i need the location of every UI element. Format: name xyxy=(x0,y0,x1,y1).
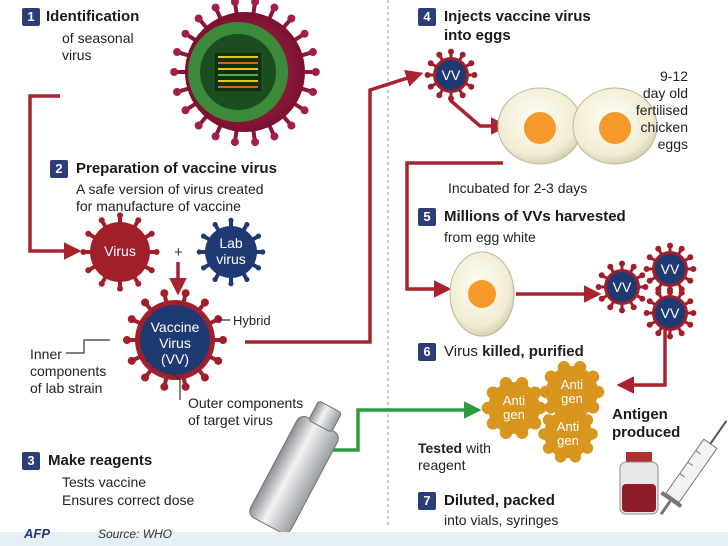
antigen-gear-3-line-2: gen xyxy=(557,433,579,448)
tested-rest: with xyxy=(462,440,491,456)
vv-virus-harvest-3-icon xyxy=(643,286,697,340)
inner-label-3: of lab strain xyxy=(30,380,103,396)
hybrid-label: Hybrid xyxy=(233,313,271,328)
vv-virus-harvest-2-icon xyxy=(643,242,697,296)
reagent-vial-icon xyxy=(249,401,342,534)
harvest-egg-icon xyxy=(449,251,515,337)
antigen-gear-2-line-1: Anti xyxy=(560,377,584,392)
inner-label-2: components xyxy=(30,363,107,379)
outer-label-1: Outer components xyxy=(188,395,304,411)
step-1-title: Identification xyxy=(46,8,140,25)
step-badge-5: 5 xyxy=(418,208,436,226)
lab-virus-icon xyxy=(196,217,266,287)
eggs-label-1: 9-12 xyxy=(659,68,688,84)
step-1-sub-1: of seasonal xyxy=(62,30,134,46)
vaccine-virus-label-3: (VV) xyxy=(161,351,189,367)
step-7-title: Diluted, packed xyxy=(444,492,555,509)
vaccine-vial-icon xyxy=(619,452,659,515)
step-5-sub: from egg white xyxy=(444,229,536,245)
step-6-title: Virus killed, purified xyxy=(444,343,584,360)
step-3-sub-2: Ensures correct dose xyxy=(62,492,195,508)
source-credit: Source: WHO xyxy=(98,527,173,541)
afp-logo: AFP xyxy=(24,526,50,541)
vv-virus-harvest-1-icon xyxy=(595,260,649,314)
antigen-produced-1: Antigen xyxy=(612,406,668,423)
incubated-label: Incubated for 2-3 days xyxy=(448,180,588,196)
step-4-title-2: into eggs xyxy=(444,27,511,44)
vv-virus-inject-icon xyxy=(424,48,478,102)
step-3-sub-1: Tests vaccine xyxy=(62,474,147,490)
vv-label-harvest-2: VV xyxy=(660,261,680,277)
footer-bar xyxy=(0,532,728,546)
callout-lines xyxy=(66,319,230,400)
step-badge-7: 7 xyxy=(418,492,436,510)
step-badge-3: 3 xyxy=(22,452,40,470)
inner-label-1: Inner xyxy=(30,346,62,362)
fertilised-eggs-icon xyxy=(497,87,658,165)
vv-label-harvest-3: VV xyxy=(660,305,680,321)
reagent-label: reagent xyxy=(418,457,466,473)
eggs-label-2: day old xyxy=(642,85,688,101)
step-2-sub-2: for manufacture of vaccine xyxy=(76,198,241,214)
step-6-title-bold: killed, purified xyxy=(482,343,584,360)
lab-virus-label-2: virus xyxy=(216,251,246,267)
antigen-gear-1-icon xyxy=(481,377,547,439)
vv-label-harvest-1: VV xyxy=(612,279,632,295)
vaccine-virus-label-1: Vaccine xyxy=(150,319,200,335)
step-badge-6: 6 xyxy=(418,343,436,361)
reagent-arrow xyxy=(318,401,482,452)
step-6-title-pre: Virus xyxy=(444,343,483,360)
antigen-gear-1-line-1: Anti xyxy=(502,393,526,408)
outer-label-2: of target virus xyxy=(188,412,273,428)
lab-virus-label-1: Lab xyxy=(219,235,243,251)
step-5-title: Millions of VVs harvested xyxy=(444,208,626,225)
antigen-gear-3-line-1: Anti xyxy=(556,419,580,434)
antigen-gear-3-icon xyxy=(538,405,598,463)
syringe-icon xyxy=(659,420,728,516)
vv-label-inject: VV xyxy=(441,67,461,83)
antigen-gear-1-line-2: gen xyxy=(503,407,525,422)
eggs-label-3: fertilised xyxy=(635,102,688,118)
tested-with-label: Tested with xyxy=(418,440,491,457)
step-1-sub-2: virus xyxy=(62,47,92,63)
step-7-sub: into vials, syringes xyxy=(444,512,559,528)
flow-arrows xyxy=(28,69,667,394)
step-2-sub-1: A safe version of virus created xyxy=(76,181,264,197)
target-virus-icon xyxy=(80,212,160,292)
virus-label: Virus xyxy=(104,243,136,259)
vaccine-virus-label-2: Virus xyxy=(159,335,191,351)
vaccine-virus-icon xyxy=(123,289,227,391)
step-badge-2: 2 xyxy=(50,160,68,178)
seasonal-virus-icon xyxy=(170,0,320,147)
tested-bold: Tested xyxy=(418,440,463,456)
antigen-gear-2-line-2: gen xyxy=(561,391,583,406)
step-badge-4: 4 xyxy=(418,8,436,26)
eggs-label-4: chicken xyxy=(640,119,688,135)
antigen-produced-2: produced xyxy=(612,424,681,441)
plus-sign: + xyxy=(174,244,183,261)
step-badge-1: 1 xyxy=(22,8,40,26)
step-3-title: Make reagents xyxy=(48,452,153,469)
step-2-title: Preparation of vaccine virus xyxy=(76,160,277,177)
step-4-title-1: Injects vaccine virus xyxy=(444,8,591,25)
eggs-label-5: eggs xyxy=(657,136,688,152)
